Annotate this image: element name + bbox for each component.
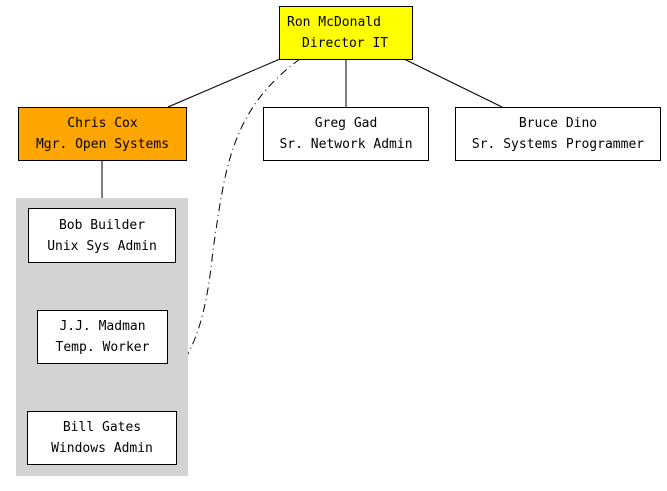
node-bruce-dino[interactable]: Bruce Dino Sr. Systems Programmer <box>455 107 661 161</box>
node-ron-mcdonald[interactable]: Ron McDonald Director IT <box>279 6 413 60</box>
node-chris-cox[interactable]: Chris Cox Mgr. Open Systems <box>18 107 187 161</box>
node-name: Ron McDonald <box>287 15 381 30</box>
node-greg-gad[interactable]: Greg Gad Sr. Network Admin <box>263 107 429 161</box>
node-name: Greg Gad <box>314 116 378 131</box>
node-name: J.J. Madman <box>59 319 146 334</box>
node-bill-gates[interactable]: Bill Gates Windows Admin <box>27 411 177 465</box>
node-name: Bob Builder <box>58 217 146 233</box>
line-director-to-chris-cox <box>167 58 281 108</box>
node-name: Bruce Dino <box>518 116 598 131</box>
node-name: Bill Gates <box>62 420 142 435</box>
node-title: Unix Sys Admin <box>47 238 157 254</box>
node-title: Sr. Network Admin <box>279 137 413 152</box>
node-title: Mgr. Open Systems <box>35 137 170 152</box>
node-jj-madman[interactable]: J.J. Madman Temp. Worker <box>37 310 168 364</box>
line-director-to-bruce-dino <box>403 58 503 108</box>
node-title: Director IT <box>302 36 389 51</box>
node-name: Chris Cox <box>67 116 138 131</box>
node-title: Temp. Worker <box>55 340 150 355</box>
node-bob-builder[interactable]: Bob Builder Unix Sys Admin <box>28 208 176 263</box>
node-title: Sr. Systems Programmer <box>471 137 645 152</box>
node-title: Windows Admin <box>51 441 153 456</box>
